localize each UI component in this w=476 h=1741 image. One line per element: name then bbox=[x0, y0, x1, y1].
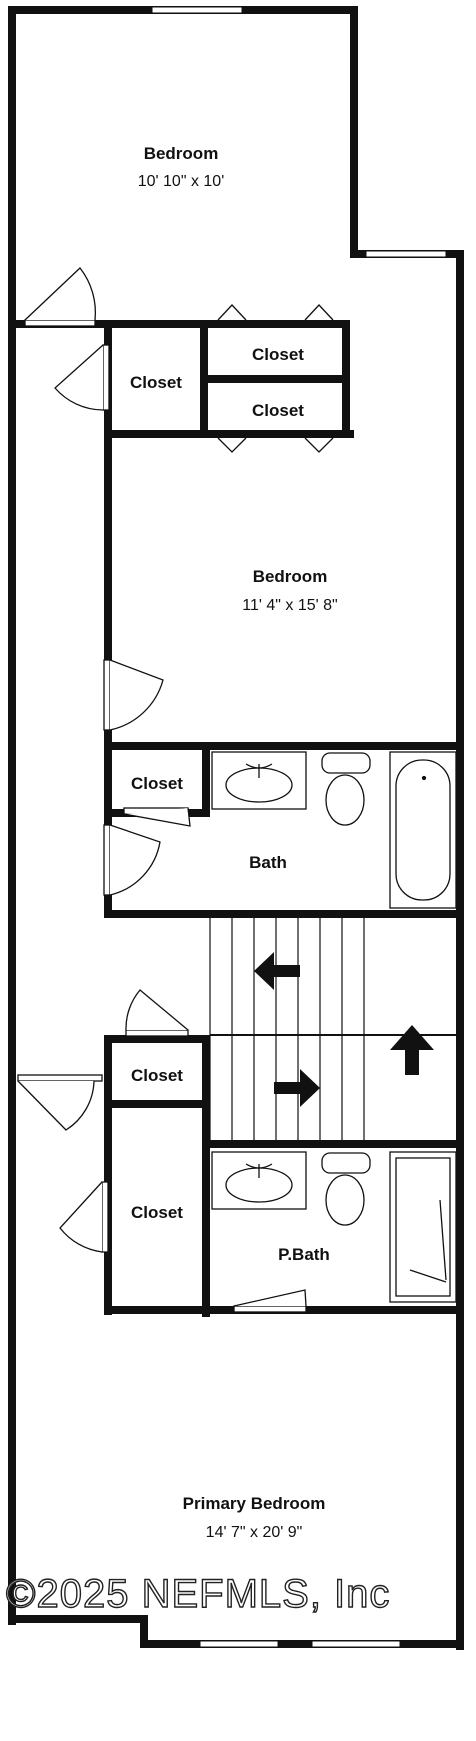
room-name: Closet bbox=[131, 1203, 183, 1222]
room-labels: Bedroom 10' 10" x 10' Closet Closet Clos… bbox=[130, 144, 338, 1541]
room-name: Primary Bedroom bbox=[183, 1494, 326, 1513]
room-dimensions: 11' 4" x 15' 8" bbox=[242, 597, 337, 614]
room-dimensions: 14' 7" x 20' 9" bbox=[206, 1524, 303, 1541]
window-right-wing bbox=[365, 250, 447, 258]
copyright-watermark: ©2025 NEFMLS, Inc bbox=[6, 1572, 390, 1616]
arrow-left-icon bbox=[254, 952, 300, 990]
room-name: Bath bbox=[249, 853, 287, 872]
window-bottom-left bbox=[199, 1640, 279, 1648]
windows bbox=[151, 6, 447, 1648]
arrow-right-icon bbox=[274, 1069, 320, 1107]
room-name: Closet bbox=[131, 1066, 183, 1085]
room-name: Closet bbox=[252, 401, 304, 420]
room-name: Bedroom bbox=[253, 567, 328, 586]
arrow-up-icon bbox=[390, 1025, 434, 1075]
window-bottom-right bbox=[311, 1640, 401, 1648]
room-name: Closet bbox=[130, 373, 182, 392]
fixtures bbox=[211, 751, 457, 1303]
stairs bbox=[209, 918, 464, 1142]
toilet-bowl-icon bbox=[325, 774, 365, 826]
toilet-tank-icon bbox=[321, 1152, 371, 1174]
room-name: Closet bbox=[252, 345, 304, 364]
room-name: P.Bath bbox=[278, 1245, 330, 1264]
room-name: Closet bbox=[131, 774, 183, 793]
room-name: Bedroom bbox=[144, 144, 219, 163]
room-dimensions: 10' 10" x 10' bbox=[138, 173, 225, 190]
window-top bbox=[151, 6, 243, 14]
doors bbox=[17, 267, 334, 1313]
toilet-tank-icon bbox=[321, 752, 371, 774]
stair-arrows bbox=[254, 952, 434, 1107]
toilet-bowl-icon bbox=[325, 1174, 365, 1226]
